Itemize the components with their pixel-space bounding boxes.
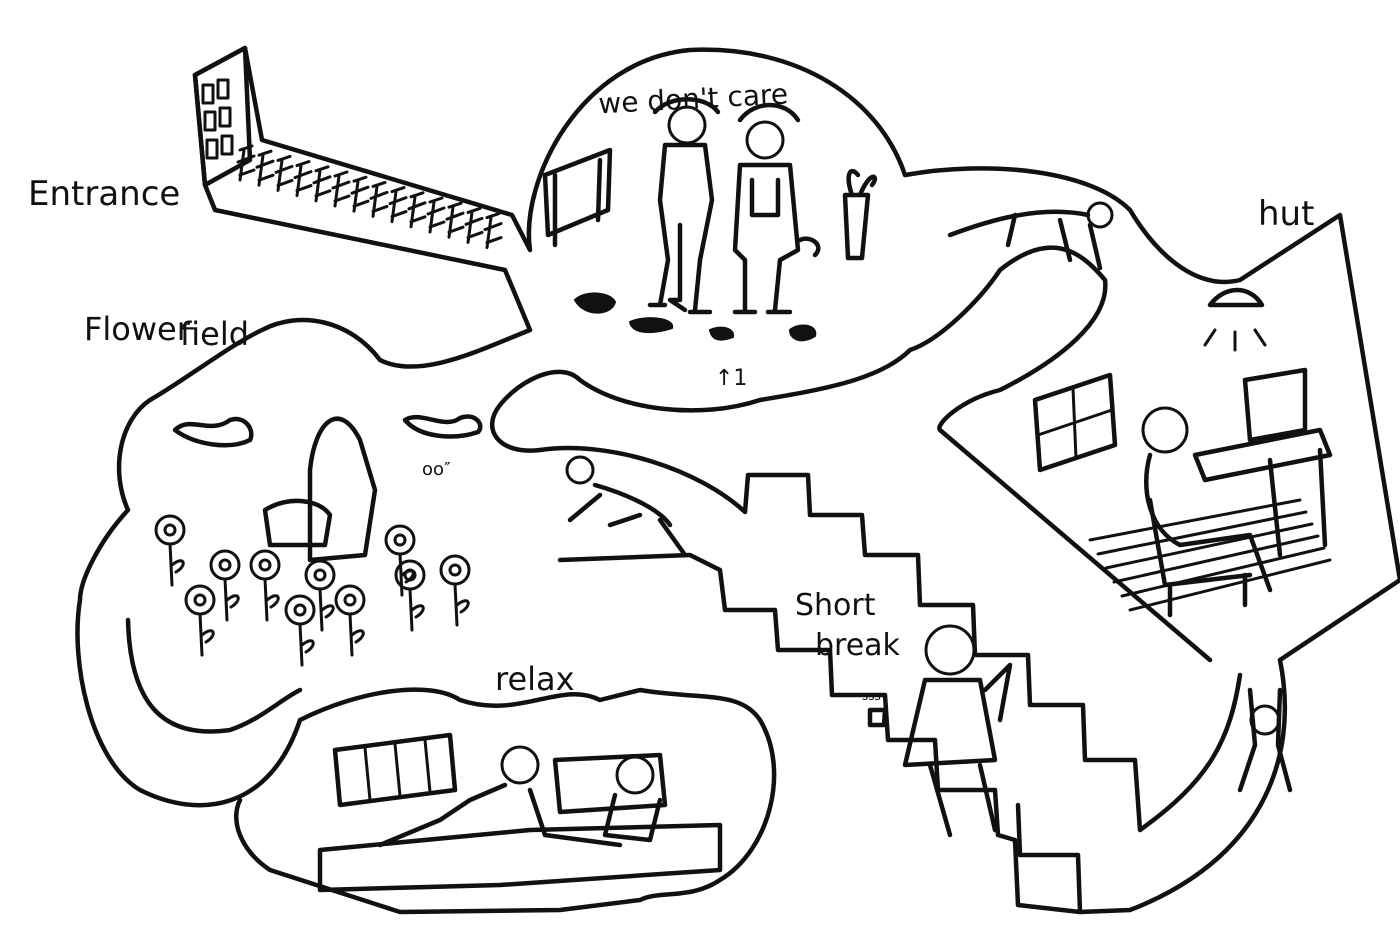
flower-field-scene	[156, 416, 480, 665]
label-hut: hut	[1258, 194, 1314, 234]
walkway-tile	[276, 156, 292, 190]
walkway-tile	[333, 172, 349, 206]
path-outline-left	[78, 75, 775, 912]
walkway-tile	[295, 162, 311, 196]
garden-scene	[545, 99, 875, 340]
label-field: field	[180, 315, 249, 353]
label-relax: relax	[495, 660, 575, 698]
flower	[336, 586, 364, 655]
label-short: Short	[795, 588, 876, 623]
label-small-arrow: ↑1	[715, 366, 747, 391]
label-break: break	[815, 628, 901, 663]
flower	[186, 586, 214, 655]
walkway-tile	[257, 151, 273, 185]
walkway-tile	[352, 177, 368, 211]
crawling-person-upper	[950, 203, 1112, 268]
walkway-tile	[485, 214, 501, 248]
label-small-sss: sss	[862, 689, 881, 703]
flower	[156, 516, 184, 585]
label-small-oo: oo″	[422, 459, 451, 480]
path-outline-middle	[128, 620, 300, 732]
path-outline-lower-right	[1018, 660, 1285, 912]
walkway-tile	[409, 193, 425, 227]
walkway-tile	[371, 182, 387, 216]
label-flower: Flower	[84, 310, 191, 348]
walkway-tile	[447, 203, 463, 237]
walkway-tile	[314, 167, 330, 201]
crawling-person-middle	[567, 457, 685, 555]
entrance-walkway-tiles	[238, 146, 501, 248]
flower-cluster	[156, 516, 469, 665]
flower	[441, 556, 469, 625]
flower	[211, 551, 239, 620]
path-outline-inner-right	[492, 248, 1240, 830]
relax-scene	[320, 735, 720, 890]
flower	[286, 596, 314, 665]
hut-floor-lines	[1090, 500, 1330, 610]
walkway-tile	[428, 198, 444, 232]
label-we-dont-care: we don't care	[597, 77, 788, 120]
flower	[251, 551, 279, 620]
walkway-tile	[466, 208, 482, 242]
walkway-tile	[390, 188, 406, 222]
label-entrance: Entrance	[28, 174, 180, 214]
